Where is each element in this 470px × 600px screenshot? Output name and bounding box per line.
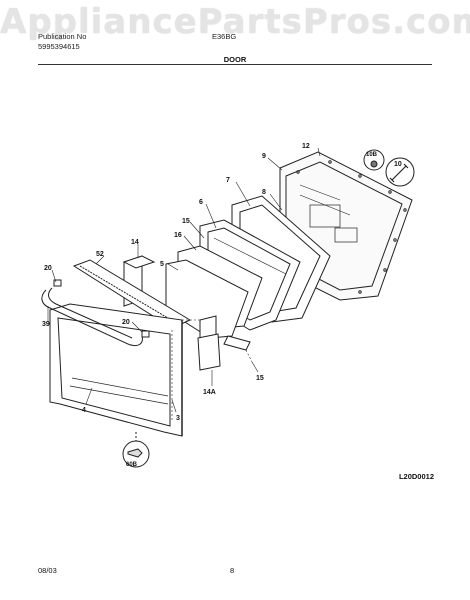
- header-rule: [38, 64, 432, 65]
- leader-lines: [47, 147, 321, 413]
- watermark: AppliancePartsPros.com: [0, 2, 470, 42]
- callout-7: 7: [226, 177, 230, 184]
- callout-52: 52: [96, 251, 104, 258]
- screw-detail-10: [385, 157, 415, 187]
- callout-60b: 60B: [126, 462, 138, 468]
- callout-14a: 14A: [203, 389, 216, 396]
- publication-label: Publication No: [38, 32, 87, 41]
- footer-date: 08/03: [38, 566, 57, 575]
- callout-10: 10: [394, 161, 402, 168]
- assembly-guides: [171, 319, 253, 420]
- callout-16: 16: [174, 232, 182, 239]
- door-outer-panel: [49, 303, 183, 437]
- diagram-code: L20D0012: [398, 472, 434, 481]
- callout-14: 14: [131, 239, 139, 246]
- end-cap-right: [141, 330, 150, 338]
- callout-15-lower: 15: [256, 375, 264, 382]
- callout-5: 5: [160, 261, 164, 268]
- callout-6: 6: [199, 199, 203, 206]
- washer-detail-10b: [363, 149, 385, 171]
- screw-detail-60b: [122, 432, 150, 468]
- callout-12: 12: [302, 143, 310, 150]
- publication-number: 5995394615: [38, 42, 80, 51]
- callout-20-left: 20: [44, 265, 52, 272]
- callout-10b: 10B: [366, 152, 378, 158]
- callout-15-upper: 15: [182, 218, 190, 225]
- callout-8: 8: [262, 189, 266, 196]
- hinge-bracket: [197, 315, 251, 371]
- callout-20-right: 20: [122, 319, 130, 326]
- section-title: DOOR: [223, 55, 247, 64]
- callout-3: 3: [176, 415, 180, 422]
- footer-page-number: 8: [230, 566, 235, 575]
- callout-9: 9: [262, 153, 266, 160]
- callout-39: 39: [42, 321, 50, 328]
- callout-4: 4: [82, 407, 86, 414]
- model-number: E36BG: [212, 32, 237, 41]
- door-handle: [41, 287, 143, 347]
- end-cap-left: [53, 279, 62, 287]
